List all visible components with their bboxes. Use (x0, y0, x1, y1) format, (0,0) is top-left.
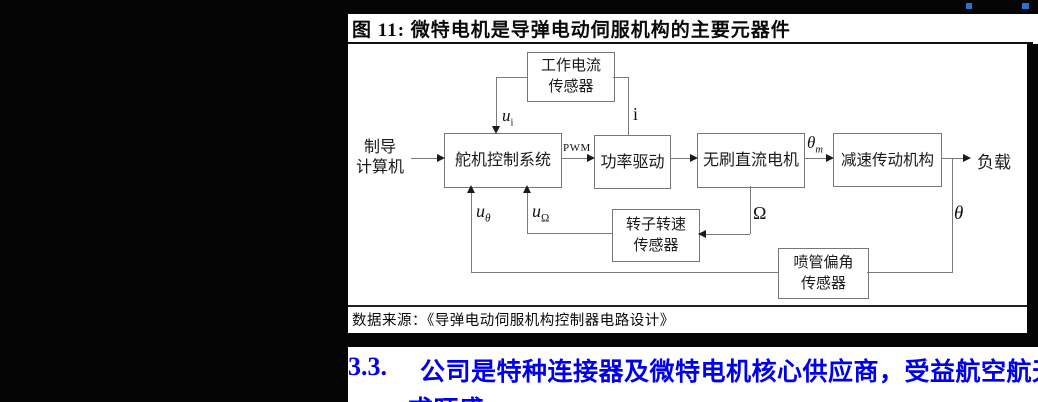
bottom-black-bar (348, 333, 1038, 347)
signal-pwm: PWM (563, 142, 591, 154)
line-theta-horizontal (867, 272, 953, 273)
node-nozzle-angle-sensor-box: 喷管偏角 传感器 (778, 248, 869, 299)
line-sensor-left-horizontal (496, 77, 527, 78)
signal-u-omega: uΩ (532, 201, 550, 225)
signal-theta-m: θm (807, 133, 823, 156)
arrowhead-icon (492, 126, 500, 134)
blue-fragment-icon (1022, 3, 1029, 9)
line-motor-to-reducer (804, 158, 827, 159)
figure-title: 图 11: 微特电机是导弹电动伺服机构的主要元器件 (352, 20, 791, 41)
signal-omega: Ω (753, 203, 767, 223)
node-power-drive-box: 功率驱动 (594, 135, 671, 189)
arrowhead-icon (698, 230, 706, 238)
line-uomega-vertical (527, 192, 528, 233)
signal-theta: θ (954, 203, 964, 224)
blue-fragment-icon (966, 3, 972, 9)
arrowhead-icon (826, 154, 834, 162)
arrowhead-icon (523, 185, 531, 193)
node-working-current-sensor-box: 工作电流 传感器 (527, 52, 615, 102)
node-guidance-computer: 制导 计算机 (355, 139, 404, 176)
line-omega-vertical (750, 186, 751, 234)
signal-current: i (633, 104, 639, 124)
arrowhead-icon (690, 154, 698, 162)
title-underline (348, 42, 1033, 44)
right-black-column (1027, 44, 1038, 347)
node-servo-control-box: 舵机控制系统 (444, 133, 562, 188)
node-load: 负载 (977, 153, 1011, 172)
line-power-to-motor (670, 158, 691, 159)
line-utheta-horizontal (471, 272, 778, 273)
section-number: 3.3. (348, 352, 387, 381)
line-ui-vertical (496, 77, 497, 127)
line-theta-vertical (952, 159, 953, 273)
line-sensor-right-horizontal (613, 77, 629, 78)
line-utheta-vertical (471, 192, 472, 273)
arrowhead-icon (437, 154, 445, 162)
figure-source: 数据来源：《导弹电动伺服机构控制器电路设计》 (352, 313, 675, 329)
signal-u-theta: uθ (476, 201, 491, 225)
left-black-column (0, 0, 348, 402)
line-reducer-to-load (941, 158, 964, 159)
section-title-continuation: 求旺盛 (408, 390, 485, 402)
arrowhead-icon (963, 154, 971, 162)
arrowhead-icon (587, 154, 595, 162)
line-uomega-horizontal (527, 233, 612, 234)
line-servo-to-power (561, 158, 588, 159)
line-current-vertical (628, 77, 629, 135)
signal-ui: ui (502, 106, 514, 129)
section-title: 公司是特种连接器及微特电机核心供应商，受益航空航天需 (420, 359, 1038, 386)
line-guidance-to-servo (411, 158, 438, 159)
node-brushless-dc-motor-box: 无刷直流电机 (697, 133, 805, 188)
arrowhead-icon (467, 185, 475, 193)
source-topline (348, 305, 1027, 307)
node-rotor-speed-sensor-box: 转子转速 传感器 (612, 209, 700, 262)
line-omega-horizontal (705, 234, 750, 235)
node-reduction-drive-box: 减速传动机构 (833, 133, 942, 187)
